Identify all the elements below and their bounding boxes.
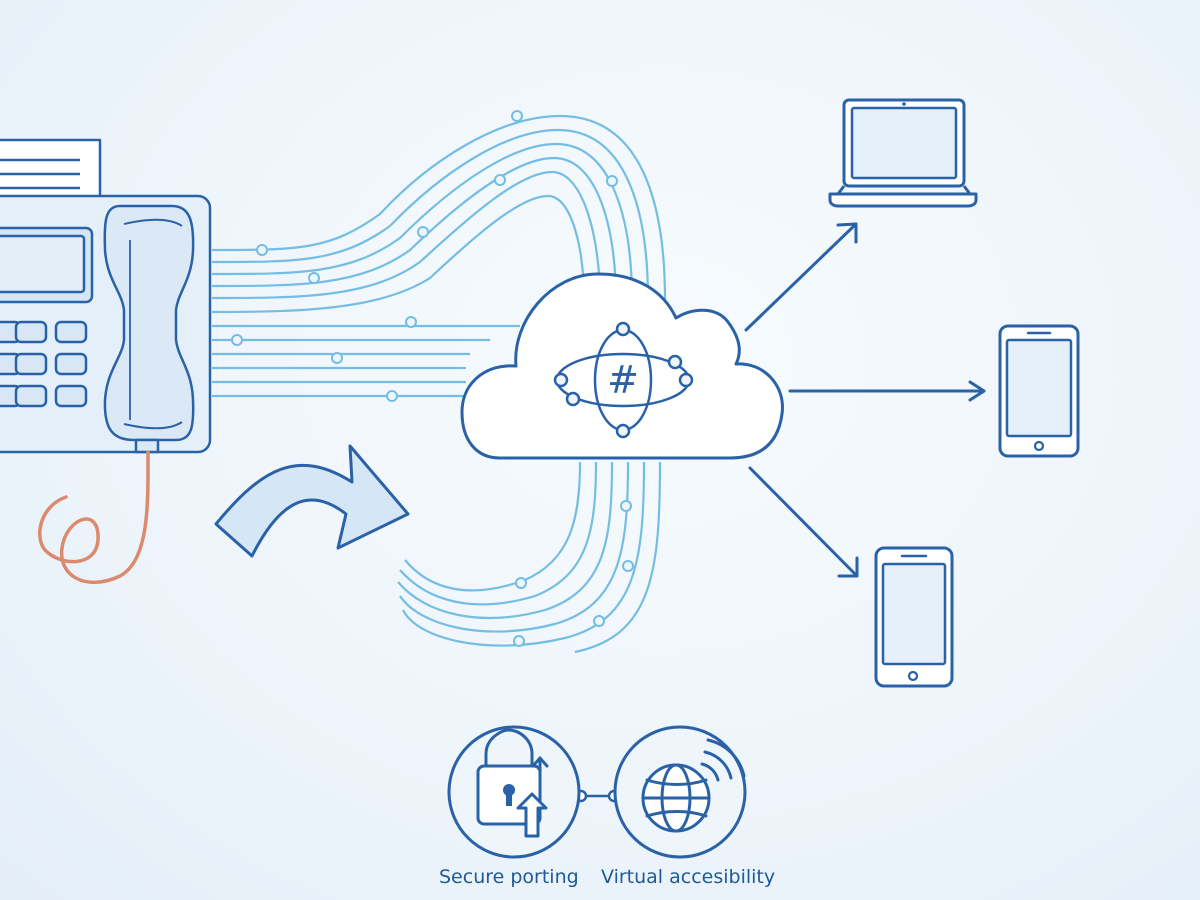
transfer-arrow-icon: [214, 444, 410, 558]
padlock-upload-icon: [447, 725, 581, 859]
feature-connector: [574, 789, 621, 803]
feature-label-virtual-accessibility: Virtual accesibility: [601, 866, 776, 888]
globe-wifi-icon: [613, 725, 747, 859]
output-arrows: [744, 222, 986, 578]
tablet-icon: [998, 324, 1080, 458]
hash-symbol: #: [607, 358, 639, 402]
laptop-icon: [828, 98, 978, 208]
desk-phone-icon: [0, 138, 212, 454]
feature-label-secure-porting: Secure porting: [439, 866, 579, 888]
smartphone-icon: [874, 546, 954, 688]
strand-nodes: [231, 110, 634, 647]
hash-globe-icon: [553, 321, 694, 439]
cloud-icon: [460, 272, 784, 460]
phone-cord: [38, 450, 150, 585]
